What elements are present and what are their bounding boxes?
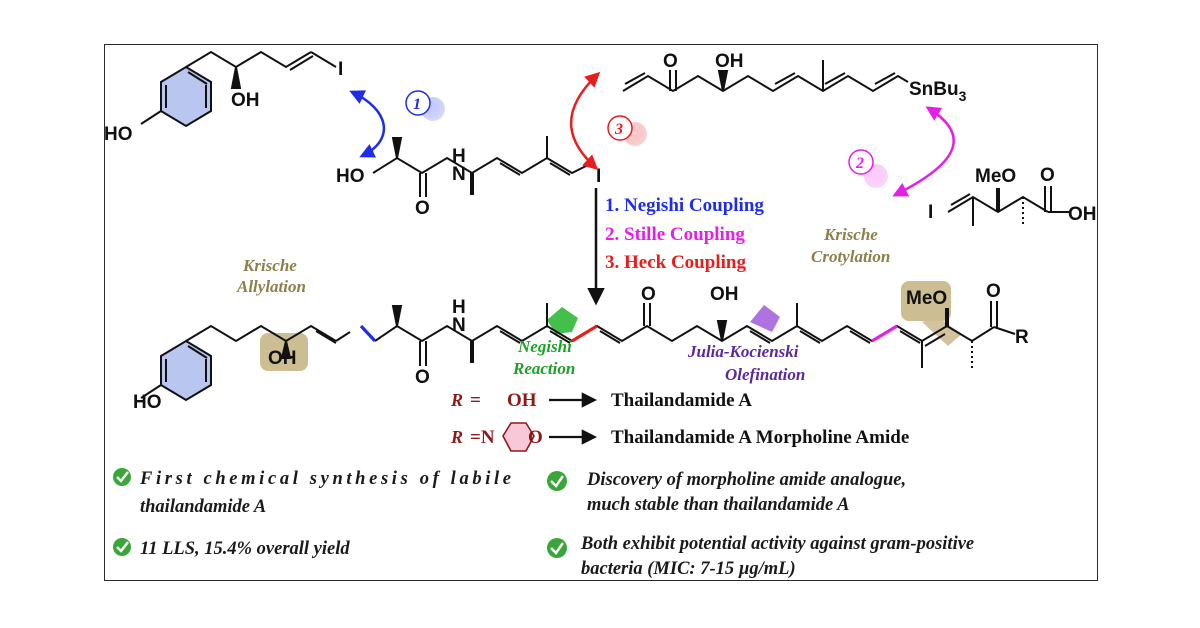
atom-o-b: O <box>415 198 430 219</box>
svg-text:Thailandamide A: Thailandamide A <box>611 390 752 411</box>
atom-o-d: O <box>1040 165 1055 186</box>
badge-3: 3 <box>607 115 647 146</box>
label-negishi-reaction: Negishi Reaction <box>512 337 576 378</box>
svg-text:Both exhibit potential activit: Both exhibit potential activity against … <box>580 534 974 554</box>
svg-text:R: R <box>450 427 463 447</box>
badge-2: 2 <box>848 149 888 188</box>
atom-i: I <box>338 59 343 80</box>
svg-text:much stable than thailandamide: much stable than thailandamide A <box>587 495 849 515</box>
check-icon <box>113 538 131 556</box>
svg-text:11 LLS, 15.4% overall yield: 11 LLS, 15.4% overall yield <box>140 539 350 559</box>
fragment-vinyl-iodide-phenol <box>140 50 337 128</box>
svg-text:Thailandamide A Morpholine Ami: Thailandamide A Morpholine Amide <box>611 427 909 448</box>
arrow-heck <box>569 71 601 171</box>
fragment-acid <box>947 186 1070 226</box>
svg-text:=N: =N <box>470 427 495 448</box>
product-highlights <box>260 281 962 371</box>
atom-ho: HO <box>104 124 133 145</box>
svg-text:First chemical synthesis of la: First chemical synthesis of labile <box>139 469 511 489</box>
atom-i-b: I <box>596 166 601 187</box>
bullet-4: Both exhibit potential activity against … <box>547 534 974 579</box>
fragment-amide-vinyl-iodide <box>372 136 595 197</box>
atom-oh-product: OH <box>268 348 297 369</box>
step-stille: 2. Stille Coupling <box>605 224 745 245</box>
atom-i-d: I <box>928 202 933 223</box>
label-julia-kocienski: Julia-Kocienski Olefination <box>687 342 805 384</box>
badge-1: 1 <box>405 90 445 121</box>
atom-h-b: H <box>452 146 466 167</box>
atom-n-b: N <box>452 164 466 185</box>
bullet-1: First chemical synthesis of labile thail… <box>113 468 511 517</box>
atom-r-product: R <box>1015 327 1029 348</box>
svg-text:=: = <box>470 390 481 411</box>
coupling-bond-colors <box>359 324 898 343</box>
svg-text:2: 2 <box>855 155 864 172</box>
fragment-stannane <box>622 60 909 93</box>
svg-text:bacteria (MIC: 7-15 µg/mL): bacteria (MIC: 7-15 µg/mL) <box>581 559 796 579</box>
r-definition-acid: R = OH Thailandamide A <box>450 390 752 411</box>
bullet-3: Discovery of morpholine amide analogue, … <box>547 470 906 515</box>
atom-h-product: H <box>452 297 466 318</box>
atom-o-amide: O <box>415 367 430 388</box>
svg-text:Discovery of morpholine amide: Discovery of morpholine amide analogue, <box>586 470 906 490</box>
atom-ho-b: HO <box>336 166 365 187</box>
atom-meo-d: MeO <box>975 166 1016 187</box>
svg-text:thailandamide A: thailandamide A <box>140 497 266 517</box>
check-icon <box>547 538 567 558</box>
label-krische-allylation: Krische Allylation <box>236 256 306 296</box>
atom-oh-c: OH <box>715 51 744 72</box>
check-icon <box>113 468 131 486</box>
step-heck: 3. Heck Coupling <box>605 252 746 273</box>
arrow-negishi <box>349 90 386 158</box>
atom-o-c: O <box>663 51 678 72</box>
atom-oh: OH <box>231 90 260 111</box>
r-definition-morpholine: R =N O Thailandamide A Morpholine Amide <box>450 422 909 452</box>
atom-oh-carbinol: OH <box>710 284 739 305</box>
label-krische-crotylation: Krische Crotylation <box>811 225 890 266</box>
atom-n-product: N <box>452 315 466 336</box>
svg-text:1: 1 <box>413 96 421 113</box>
svg-text:OH: OH <box>507 390 537 411</box>
atom-o-ketone: O <box>641 284 656 305</box>
atom-snbu3: SnBu3 <box>909 79 967 104</box>
step-negishi: 1. Negishi Coupling <box>605 195 764 216</box>
atom-o-acyl: O <box>986 281 1001 302</box>
svg-text:3: 3 <box>614 121 623 138</box>
svg-text:R: R <box>450 390 463 410</box>
atom-ho-product: HO <box>133 392 162 413</box>
svg-text:O: O <box>528 427 543 448</box>
atom-meo-product: MeO <box>906 288 947 309</box>
figure-frame <box>104 44 1098 581</box>
atom-oh-d: OH <box>1068 204 1097 225</box>
check-icon <box>547 471 567 491</box>
bullet-2: 11 LLS, 15.4% overall yield <box>113 538 350 559</box>
arrow-stille <box>892 106 955 197</box>
